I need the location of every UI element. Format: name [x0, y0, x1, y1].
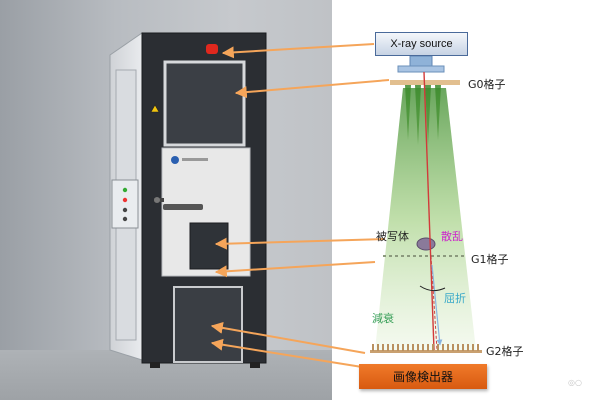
g0-label: G0格子 [468, 78, 506, 91]
g2-grating-tooth [427, 344, 429, 351]
xray-source-box: X-ray source [375, 32, 468, 56]
xray-cabinet [109, 32, 267, 368]
source-window [397, 65, 445, 73]
g2-grating-tooth [392, 344, 394, 351]
g2-grating [370, 344, 482, 353]
g2-grating-tooth [442, 344, 444, 351]
refraction-label: 屈折 [444, 292, 466, 305]
g2-grating-tooth [377, 344, 379, 351]
object-label: 被写体 [376, 230, 409, 243]
control-lamp-red [122, 197, 128, 203]
g2-grating-tooth [447, 344, 449, 351]
g1-label: G1格子 [471, 253, 509, 266]
source-tube [409, 55, 433, 67]
beam-diagram [370, 55, 482, 353]
g2-grating-tooth [402, 344, 404, 351]
detector-label: 画像検出器 [392, 370, 453, 384]
logo-mark [171, 156, 179, 164]
attenuation-label: 減衰 [372, 312, 394, 325]
g2-grating-tooth [457, 344, 459, 351]
cabinet-foot [250, 362, 260, 368]
logo-text-bar [182, 158, 208, 161]
watermark: ◎○ [568, 378, 582, 387]
xray-beam [375, 88, 476, 350]
radiation-sign [150, 104, 160, 113]
refraction-angle [419, 285, 446, 292]
arrow-to-detector [210, 338, 363, 368]
g2-grating-tooth [452, 344, 454, 351]
g2-grating-tooth [412, 344, 414, 351]
control-switch [122, 207, 128, 213]
g2-grating-tooth [372, 344, 374, 351]
pointer-arrows [210, 43, 390, 368]
image-detector: 画像検出器 [359, 364, 487, 389]
object-window [189, 222, 229, 270]
g2-grating-tooth [387, 344, 389, 351]
arrow-to-object-window [214, 237, 386, 250]
xray-source-label: X-ray source [390, 38, 453, 50]
g2-grating-tooth [462, 344, 464, 351]
arrow-to-g2 [210, 321, 366, 354]
g2-grating-tooth [417, 344, 419, 351]
arrow-to-g1 [214, 261, 376, 278]
door-handle [163, 204, 203, 210]
lower-door [173, 286, 243, 363]
cabinet-foot [150, 362, 160, 368]
upper-window [163, 60, 246, 147]
g2-grating-tooth [432, 344, 434, 351]
object [416, 237, 436, 251]
handle-knob [154, 197, 160, 203]
arrow-to-upper-window [234, 79, 390, 99]
g2-grating-tooth [382, 344, 384, 351]
warning-lamp [206, 44, 218, 54]
g2-grating-tooth [407, 344, 409, 351]
g2-grating-tooth [472, 344, 474, 351]
cabinet-side-vent [115, 69, 137, 181]
g2-grating-tooth [422, 344, 424, 351]
refracted-ray [431, 264, 443, 346]
g2-grating-tooth [437, 344, 439, 351]
scatter-label: 散乱 [441, 230, 463, 243]
g2-grating-tooth [397, 344, 399, 351]
red-ray [423, 71, 435, 351]
refraction-ray [430, 255, 438, 351]
control-switch [122, 216, 128, 222]
g2-grating-tooth [477, 344, 479, 351]
arrow-to-lamp [221, 43, 375, 59]
g2-label: G2格子 [486, 345, 524, 358]
control-lamp-green [122, 187, 128, 193]
g2-grating-tooth [467, 344, 469, 351]
